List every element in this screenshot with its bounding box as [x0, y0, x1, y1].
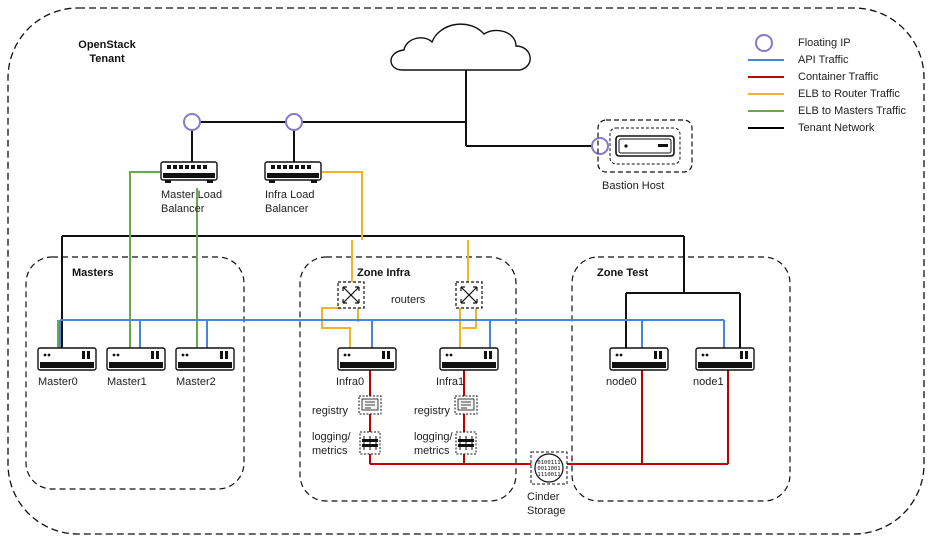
infra-zone-boundary	[299, 256, 517, 502]
infra0-logging-icon	[359, 431, 381, 455]
infra0-logging-label-line2: metrics	[312, 445, 348, 457]
infra1-registry-icon	[454, 395, 478, 415]
legend-floating-ip-icon	[755, 34, 773, 52]
infra-lb-label-line1: Infra Load	[265, 189, 315, 201]
api-traffic-lines	[59, 319, 725, 348]
master2-server-icon	[175, 347, 235, 371]
test-zone-boundary	[571, 256, 791, 502]
infra-zone-title: Zone Infra	[357, 267, 411, 279]
infra0-registry-label: registry	[312, 405, 349, 417]
floating-ip-infra-lb	[285, 113, 303, 131]
internet-cloud-icon	[390, 23, 531, 71]
master0-label: Master0	[38, 376, 78, 388]
elb-to-masters-lines	[57, 171, 198, 348]
infra1-server-icon	[439, 347, 499, 371]
infra0-server-icon	[337, 347, 397, 371]
floating-ip-master-lb	[183, 113, 201, 131]
floating-ip-bastion	[591, 137, 609, 155]
test-zone-title: Zone Test	[597, 267, 649, 279]
master-lb-label-line2: Balancer	[161, 203, 205, 215]
bastion-host-label: Bastion Host	[602, 180, 665, 192]
infra0-label: Infra0	[336, 376, 365, 388]
infra1-logging-label-line1: logging/	[414, 431, 453, 443]
node1-label: node1	[693, 376, 724, 388]
cinder-label-line1: Cinder	[527, 491, 560, 503]
master-load-balancer-icon	[160, 161, 218, 184]
node1-server-icon	[695, 347, 755, 371]
master2-label: Master2	[176, 376, 216, 388]
infra0-logging-label-line1: logging/	[312, 431, 351, 443]
svg-text:1110011: 1110011	[537, 472, 560, 478]
legend	[748, 34, 784, 129]
node0-label: node0	[606, 376, 637, 388]
infra-lb-label-line2: Balancer	[265, 203, 309, 215]
cinder-storage-icon: 0100111 0011001 1110011	[530, 451, 568, 485]
router1-icon	[455, 281, 483, 309]
bastion-host-icon	[615, 135, 675, 157]
infra-load-balancer-icon	[264, 161, 322, 184]
tenant-title-line2: Tenant	[89, 53, 125, 65]
tenant-boundary	[7, 7, 925, 535]
legend-label-api: API Traffic	[798, 54, 849, 66]
master-lb-label-line1: Master Load	[161, 189, 223, 201]
svg-text:0100111: 0100111	[537, 460, 560, 466]
legend-label-elb-masters: ELB to Masters Traffic	[798, 105, 907, 117]
router0-icon	[337, 281, 365, 309]
infra1-label: Infra1	[436, 376, 465, 388]
master1-server-icon	[106, 347, 166, 371]
infra0-registry-icon	[358, 395, 382, 415]
tenant-network-lines	[61, 70, 741, 348]
bastion-host-frame	[597, 119, 693, 173]
infra1-logging-icon	[455, 431, 477, 455]
tenant-title-line1: OpenStack	[78, 39, 136, 51]
legend-label-tenant: Tenant Network	[798, 122, 875, 134]
master1-label: Master1	[107, 376, 147, 388]
svg-text:0011001: 0011001	[537, 466, 560, 472]
infra1-logging-label-line2: metrics	[414, 445, 450, 457]
legend-label-elb-router: ELB to Router Traffic	[798, 88, 900, 100]
masters-zone-boundary	[25, 256, 245, 490]
elb-to-router-lines	[321, 171, 477, 348]
masters-zone-title: Masters	[72, 267, 114, 279]
infra1-registry-label: registry	[414, 405, 451, 417]
node0-server-icon	[609, 347, 669, 371]
master0-server-icon	[37, 347, 97, 371]
legend-label-floating-ip: Floating IP	[798, 37, 851, 49]
legend-label-container: Container Traffic	[798, 71, 879, 83]
routers-label: routers	[391, 294, 426, 306]
cinder-label-line2: Storage	[527, 505, 566, 517]
